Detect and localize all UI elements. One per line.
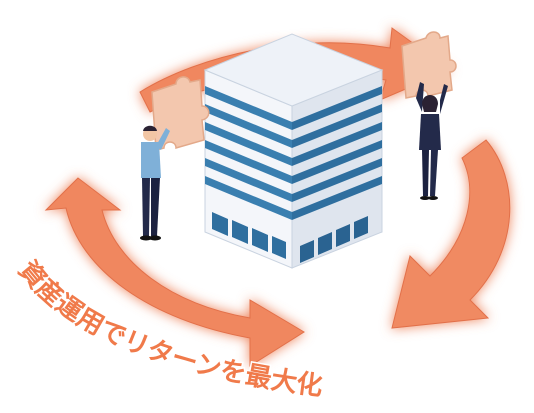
left-arrow [44, 177, 305, 367]
businessman-holding-puzzle-icon [140, 76, 210, 241]
office-building-icon [203, 33, 384, 269]
businesswoman-holding-puzzle-icon [401, 31, 457, 200]
right-arrow [391, 139, 511, 329]
